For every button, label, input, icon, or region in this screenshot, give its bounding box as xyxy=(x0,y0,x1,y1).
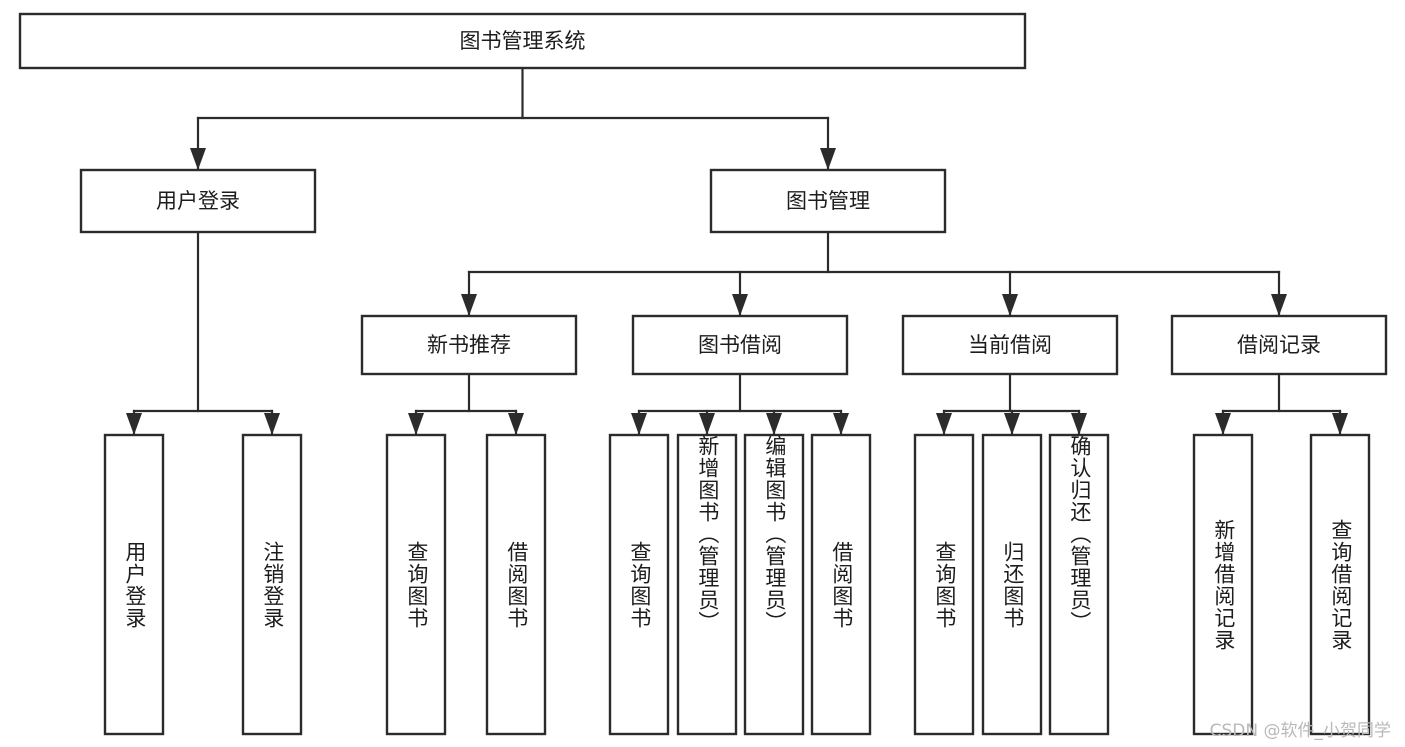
node-box-leaf-confirm-return[interactable] xyxy=(1048,433,1110,736)
node-box-book-management[interactable] xyxy=(709,168,947,234)
arrow-head-icon xyxy=(1004,413,1020,435)
node-label-book-management: 图书管理 xyxy=(786,189,870,213)
node-box-leaf-logout[interactable] xyxy=(241,433,303,736)
arrow-head-icon xyxy=(631,413,647,435)
watermark-text: CSDN @软件_小贺同学 xyxy=(1209,721,1391,741)
arrow-head-icon xyxy=(408,413,424,435)
arrow-head-icon xyxy=(190,148,206,170)
arrow-head-icon xyxy=(833,413,849,435)
node-label-book-borrow: 图书借阅 xyxy=(698,333,782,357)
node-box-leaf-edit-book[interactable] xyxy=(743,433,805,736)
node-box-leaf-add-borrow-record[interactable] xyxy=(1192,433,1254,736)
node-box-borrow-records[interactable] xyxy=(1170,314,1388,376)
node-label-current-borrow: 当前借阅 xyxy=(968,333,1052,357)
node-box-user-login[interactable] xyxy=(79,168,317,234)
node-box-leaf-add-book[interactable] xyxy=(676,433,738,736)
arrow-head-icon xyxy=(820,148,836,170)
arrow-head-icon xyxy=(732,294,748,316)
node-box-book-borrow[interactable] xyxy=(631,314,849,376)
node-box-leaf-query-borrow-record[interactable] xyxy=(1309,433,1371,736)
node-box-leaf-return-book[interactable] xyxy=(981,433,1043,736)
node-box-leaf-query-book-current[interactable] xyxy=(913,433,975,736)
node-label-user-login: 用户登录 xyxy=(156,189,240,213)
arrow-head-icon xyxy=(1271,294,1287,316)
node-box-leaf-query-book-recommend[interactable] xyxy=(385,433,447,736)
arrow-head-icon xyxy=(264,413,280,435)
node-box-leaf-query-book-borrow[interactable] xyxy=(608,433,670,736)
node-label-root: 图书管理系统 xyxy=(460,29,586,53)
arrow-head-icon xyxy=(1215,413,1231,435)
node-box-root[interactable] xyxy=(18,12,1027,70)
arrow-head-icon xyxy=(461,294,477,316)
arrow-head-icon xyxy=(1332,413,1348,435)
connector-layer xyxy=(126,66,1348,437)
arrow-head-icon xyxy=(1071,413,1087,435)
node-label-borrow-records: 借阅记录 xyxy=(1237,333,1321,357)
node-box-layer xyxy=(18,12,1388,736)
arrow-head-icon xyxy=(1002,294,1018,316)
node-box-new-book-recommend[interactable] xyxy=(360,314,578,376)
node-box-leaf-user-login[interactable] xyxy=(103,433,165,736)
node-box-leaf-borrow-book[interactable] xyxy=(810,433,872,736)
arrow-head-icon xyxy=(126,413,142,435)
arrow-head-icon xyxy=(936,413,952,435)
node-label-new-book-recommend: 新书推荐 xyxy=(427,333,511,357)
node-box-leaf-borrow-book-recommend[interactable] xyxy=(485,433,547,736)
arrow-head-icon xyxy=(766,413,782,435)
node-box-current-borrow[interactable] xyxy=(901,314,1119,376)
arrow-head-icon xyxy=(699,413,715,435)
arrow-head-icon xyxy=(508,413,524,435)
